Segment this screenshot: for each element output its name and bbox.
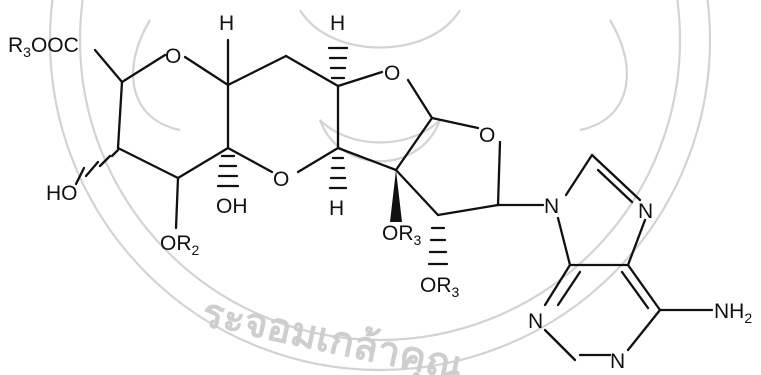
- label-h-bottom: H: [329, 197, 344, 220]
- watermark-crest: [299, 9, 461, 49]
- bond-c6-c5: [626, 263, 662, 312]
- bond-o-c2: [226, 146, 274, 174]
- label-o-furan-right: O: [479, 124, 495, 147]
- bond-wedge-or3-upper: [390, 170, 402, 222]
- bond-c4-n3: [543, 263, 572, 307]
- bond-c8-n7: [590, 153, 642, 202]
- label-o-furan-top: O: [384, 62, 400, 85]
- watermark-left-ornament: [132, 19, 181, 132]
- watermark-inner-ring: [78, 0, 682, 342]
- bond-c7-o-furan: [336, 70, 384, 88]
- label-h-top-right: H: [330, 12, 345, 35]
- bond-hashed-ho: [74, 148, 120, 186]
- bond-c8-n7-double: [596, 168, 634, 204]
- bond-c9-o-right: [430, 116, 480, 130]
- label-h-top-left: H: [219, 12, 234, 35]
- label-n3: N: [528, 310, 543, 333]
- bond-c3-or2: [174, 176, 180, 230]
- label-ho-left: HO: [46, 182, 78, 205]
- bond-c6-c7: [284, 54, 340, 88]
- label-oh-mid: OH: [216, 195, 248, 218]
- label-o-middle-ring: O: [273, 168, 289, 191]
- watermark-text-arc: ระจอมเกล้าคุณ: [198, 290, 468, 375]
- bond-n9-c8-adenine: [564, 153, 594, 197]
- label-or3-lower: OR3: [420, 274, 460, 300]
- label-or3-upper: OR3: [382, 222, 422, 248]
- bond-c10-c8: [336, 146, 398, 172]
- bond-n3-c2: [543, 328, 577, 362]
- bond-o-c5: [120, 53, 167, 84]
- bond-c4-n9: [556, 216, 572, 267]
- label-or2: OR2: [160, 232, 200, 258]
- bond-c12-c10: [394, 168, 440, 217]
- bond-c11-c12: [436, 203, 500, 217]
- bond-hashed-h-top-right: [327, 46, 349, 80]
- bond-c3-c2: [176, 146, 230, 180]
- bond-c8-o: [296, 146, 340, 174]
- bond-network: [74, 38, 714, 362]
- bond-n1-c6: [626, 308, 662, 352]
- bond-hashed-oh: [216, 154, 240, 188]
- bond-c5-c4: [116, 80, 124, 150]
- bond-c4-c3: [116, 146, 180, 180]
- label-n1: N: [610, 350, 625, 373]
- bond-n7-c5: [626, 218, 647, 267]
- bond-hashed-or3-lower: [427, 226, 449, 266]
- label-o-pyranose: O: [165, 45, 181, 68]
- label-ester: R3OOC: [8, 34, 79, 60]
- bond-c1-o: [183, 55, 230, 87]
- label-n9: N: [544, 195, 559, 218]
- bond-hashed-h-bottom: [328, 156, 348, 190]
- watermark-seal: ระจอมเกล้าคุณ: [48, 0, 712, 375]
- bond-c9-c10: [394, 116, 434, 172]
- bond-o-right-c11: [496, 140, 502, 207]
- bond-c1-c6: [226, 54, 288, 87]
- label-n7: N: [638, 200, 653, 223]
- bond-o-furan-c9: [406, 78, 434, 120]
- watermark-outer-ring: [48, 0, 712, 372]
- atom-labels: R3OOC O H H O O O HO OH H OR2 OR3 OR3 N …: [8, 12, 752, 373]
- bond-c6-c5-double: [620, 270, 650, 310]
- bond-c5-ester: [93, 48, 124, 84]
- label-nh2: NH2: [714, 300, 752, 326]
- bond-c4-n3-double: [556, 270, 582, 307]
- watermark-right-ornament: [579, 19, 628, 132]
